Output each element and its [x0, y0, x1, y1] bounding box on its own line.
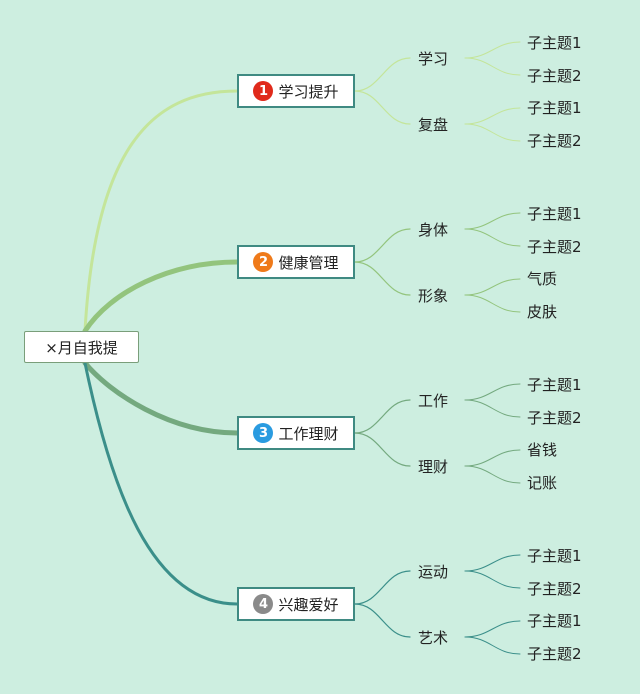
connector-sub-leaf-1-2-1	[464, 107, 521, 125]
connector-sub-leaf-4-2-2	[464, 636, 521, 655]
leaf-1-2-2[interactable]: 子主题2	[527, 132, 582, 150]
number-badge-3: 3	[253, 423, 274, 443]
connector-sub-leaf-4-2-1	[464, 620, 521, 638]
branch-label-1: 学习提升	[278, 82, 339, 101]
subtopic-1-2[interactable]: 复盘	[418, 116, 449, 134]
connector-branch-sub-1-2	[354, 90, 411, 125]
connector-sub-leaf-4-1-2	[464, 570, 521, 589]
connector-sub-leaf-2-2-1	[464, 278, 521, 296]
subtopic-3-2[interactable]: 理财	[418, 458, 449, 476]
connector-sub-leaf-3-2-1	[464, 449, 521, 467]
leaf-2-1-2[interactable]: 子主题2	[527, 238, 582, 256]
leaf-4-1-1[interactable]: 子主题1	[527, 547, 582, 565]
branch-topic-3[interactable]: 3 工作理财	[237, 416, 355, 450]
leaf-2-2-2[interactable]: 皮肤	[527, 303, 558, 321]
leaf-4-2-1[interactable]: 子主题1	[527, 612, 582, 630]
leaf-3-2-1[interactable]: 省钱	[527, 441, 558, 459]
connector-branch-sub-2-1	[354, 228, 411, 263]
number-badge-4: 4	[253, 594, 274, 614]
connector-sub-leaf-2-1-2	[464, 228, 521, 247]
connector-sub-leaf-2-1-1	[464, 212, 521, 230]
connector-root-branch-4	[83, 361, 239, 606]
root-topic-label: ×月自我提	[45, 338, 118, 357]
connector-root-branch-3	[82, 360, 240, 436]
subtopic-4-1[interactable]: 运动	[418, 563, 449, 581]
connector-branch-sub-2-2	[354, 261, 411, 296]
connector-sub-leaf-3-1-1	[464, 383, 521, 401]
root-topic[interactable]: ×月自我提	[24, 331, 139, 363]
branch-label-4: 兴趣爱好	[278, 595, 339, 614]
leaf-1-1-2[interactable]: 子主题2	[527, 67, 582, 85]
connector-branch-sub-1-1	[354, 57, 411, 92]
branch-label-2: 健康管理	[278, 253, 339, 272]
connector-sub-leaf-1-2-2	[464, 123, 521, 142]
connector-sub-leaf-2-2-2	[464, 294, 521, 313]
connector-sub-leaf-4-1-1	[464, 554, 521, 572]
connector-sub-leaf-1-1-2	[464, 57, 521, 76]
leaf-3-2-2[interactable]: 记账	[527, 474, 558, 492]
subtopic-2-2[interactable]: 形象	[418, 287, 449, 305]
connector-branch-sub-3-2	[354, 432, 411, 467]
connector-branch-sub-4-2	[354, 603, 411, 638]
leaf-1-1-1[interactable]: 子主题1	[527, 34, 582, 52]
leaf-2-1-1[interactable]: 子主题1	[527, 205, 582, 223]
subtopic-3-1[interactable]: 工作	[418, 392, 449, 410]
number-badge-2: 2	[253, 252, 274, 272]
connector-branch-sub-3-1	[354, 399, 411, 434]
leaf-1-2-1[interactable]: 子主题1	[527, 99, 582, 117]
subtopic-1-1[interactable]: 学习	[418, 50, 449, 68]
connector-sub-leaf-1-1-1	[464, 41, 521, 59]
branch-label-3: 工作理财	[278, 424, 339, 443]
connector-root-branch-1	[83, 89, 239, 333]
leaf-3-1-2[interactable]: 子主题2	[527, 409, 582, 427]
connector-branch-sub-4-1	[354, 570, 411, 605]
leaf-2-2-1[interactable]: 气质	[527, 270, 558, 288]
subtopic-4-2[interactable]: 艺术	[418, 629, 449, 647]
leaf-4-1-2[interactable]: 子主题2	[527, 580, 582, 598]
subtopic-2-1[interactable]: 身体	[418, 221, 449, 239]
branch-topic-4[interactable]: 4 兴趣爱好	[237, 587, 355, 621]
connector-sub-leaf-3-2-2	[464, 465, 521, 484]
leaf-3-1-1[interactable]: 子主题1	[527, 376, 582, 394]
connector-root-branch-2	[82, 259, 240, 334]
leaf-4-2-2[interactable]: 子主题2	[527, 645, 582, 663]
number-badge-1: 1	[253, 81, 274, 101]
connector-sub-leaf-3-1-2	[464, 399, 521, 418]
branch-topic-1[interactable]: 1 学习提升	[237, 74, 355, 108]
branch-topic-2[interactable]: 2 健康管理	[237, 245, 355, 279]
